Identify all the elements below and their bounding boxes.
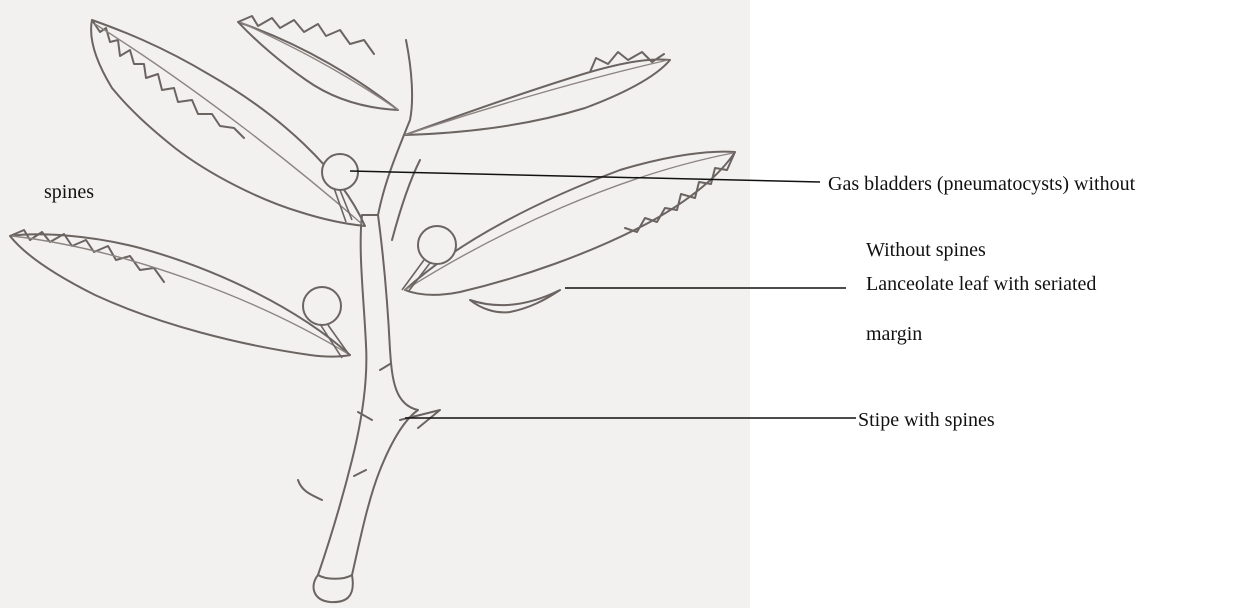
leaf-top-left: [91, 20, 365, 226]
leaf-top-center: [238, 16, 398, 110]
spine-mark: [354, 364, 440, 476]
gas-bladder-3: [303, 287, 341, 325]
stipe-label: Stipe with spines: [858, 408, 995, 432]
midrib-top-center: [240, 22, 398, 110]
midrib-top-right: [405, 60, 668, 135]
leader-gas-bladders: [350, 171, 820, 182]
midrib-left: [12, 236, 350, 355]
leaf-label-line1: Lanceolate leaf with seriated: [866, 272, 1096, 296]
gas-bladder-1: [322, 154, 358, 190]
leaf-label-line2: margin: [866, 322, 922, 346]
leaf-lower-right: [470, 290, 560, 312]
stem-upper: [378, 40, 420, 240]
bladder-stalk-2: [402, 260, 430, 292]
bladder-stalk-1: [334, 188, 352, 222]
gas-bladders-label: Gas bladders (pneumatocysts) without: [828, 172, 1135, 196]
gas-bladder-2: [418, 226, 456, 264]
leaf-left: [10, 230, 350, 357]
midrib-top-left: [95, 24, 362, 224]
holdfast: [298, 480, 353, 602]
spines-label: spines: [44, 180, 94, 204]
without-spines-label: Without spines: [866, 238, 986, 262]
stipe: [318, 215, 418, 579]
